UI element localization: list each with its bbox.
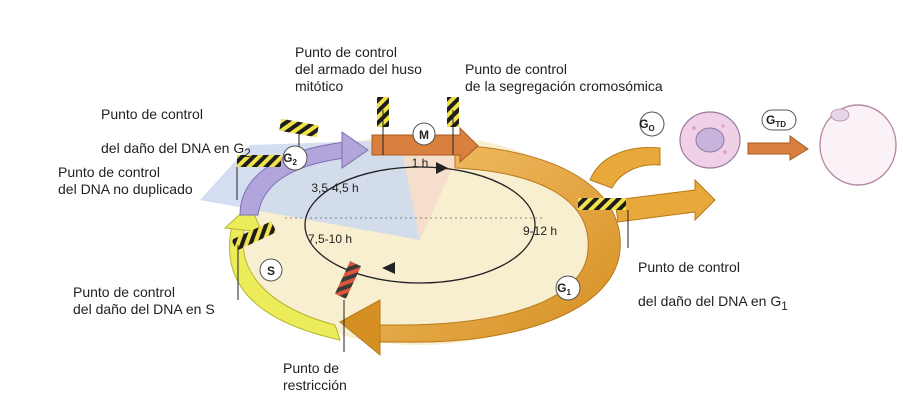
phase-label-g1: G1 [557,281,571,297]
phase-circle-g1 [555,275,581,301]
g1-arrowhead [339,299,381,357]
duration-s: 7,5-10 h [308,232,352,246]
label-segregation: Punto de control de la segregación cromo… [465,61,663,94]
phase-label-g0: GO [639,117,655,133]
g0-nucleus [695,127,725,153]
g0-organelle [721,124,725,128]
duration-g2: 3,5-4,5 h [311,181,358,195]
phase-circle-m [412,122,436,146]
label-s-dna-damage: Punto de control del daño del DNA en S [73,284,215,317]
phase-circle-g2 [282,145,308,171]
phase-label-m: M [419,128,429,142]
checkpoint-bar-restriction [334,261,362,299]
inner-cycle-track [304,166,536,284]
label-g1-dna-damage: Punto de control del daño del DNA en G1 [638,259,788,313]
g2-arrowhead [341,131,369,169]
label-g2-dna-damage: Punto de control del daño del DNA en G2 [101,106,251,160]
checkpoint-bar-g2 [279,118,319,138]
phase-circle-s [259,258,283,282]
inner-cycle-arrowhead-top [436,162,448,174]
g0-branch-arrow [589,146,661,189]
g0-organelle [723,150,727,154]
g1-forward-arrow [614,178,716,223]
gtd-cell [819,104,897,186]
duration-m: 1 h [412,156,429,170]
label-unreplicated: Punto de control del DNA no duplicado [58,164,193,197]
phase-label-g2: G2 [283,151,297,167]
checkpoint-bar-s [231,221,277,251]
inner-cycle-arrowhead [382,262,395,274]
gtd-arrow [747,135,809,161]
phase-label-gtd: GTD [766,113,786,129]
g0-organelle [692,126,696,130]
phase-label-s: S [267,264,275,278]
m-shaded-wedge [400,140,465,240]
duration-g1: 9-12 h [523,224,557,238]
label-spindle: Punto de control del armado del huso mit… [295,44,422,94]
phase-circle-g0 [639,111,665,137]
phase-box-gtd [761,109,797,131]
checkpoint-bar-g1 [578,198,626,210]
label-restriction: Punto de restricción [283,360,347,393]
checkpoint-bar-unreplicated [237,155,281,167]
gtd-nucleus [830,108,850,122]
